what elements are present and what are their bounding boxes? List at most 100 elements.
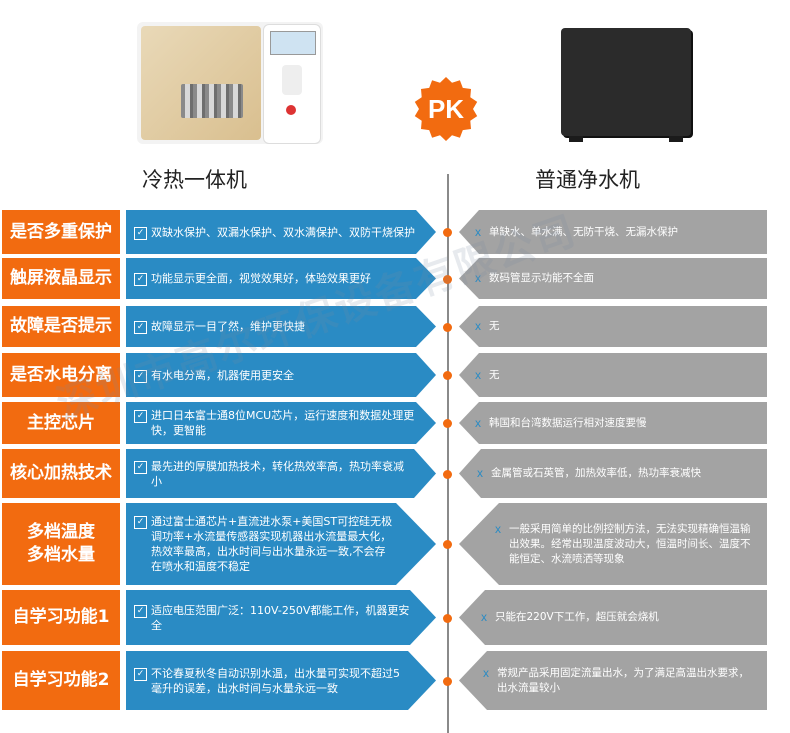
arrow-shape xyxy=(459,402,767,444)
purifier-front-panel xyxy=(141,26,261,140)
checkbox-icon: ✓ xyxy=(134,667,147,681)
pk-starburst xyxy=(414,77,478,141)
feature-desc: 常规产品采用固定流量出水，为了满足高温出水要求，出水流量较小 xyxy=(497,666,749,694)
row-label: 是否水电分离 xyxy=(2,353,120,397)
feature-desc: 不论春夏秋冬自动识别水温，出水量可实现不超过5毫升的误差，出水时间与水量永远一致 xyxy=(151,666,400,695)
x-icon: x xyxy=(475,271,481,285)
feature-text-left: ✓功能显示更全面，视觉效果好，体验效果更好 xyxy=(134,271,416,286)
x-icon: x xyxy=(475,415,481,430)
arrow-shape xyxy=(126,651,436,710)
feature-arrow-right xyxy=(459,503,767,585)
feature-desc: 通过富士通芯片+直流进水泵+美国ST可控硅无极调功率+水流量传感器实现机器出水流… xyxy=(151,515,393,573)
checkbox-icon: ✓ xyxy=(134,321,147,334)
row-label: 多档温度 多档水量 xyxy=(2,503,120,585)
divider-dot xyxy=(443,274,452,284)
arrow-shape xyxy=(459,210,767,254)
feature-arrow-right xyxy=(459,306,767,347)
x-icon: x xyxy=(475,224,481,239)
checkbox-icon: ✓ xyxy=(134,460,147,474)
pk-label: PK xyxy=(427,94,465,124)
feature-desc: 数码管显示功能不全面 xyxy=(489,272,594,284)
brand-logo xyxy=(286,105,296,115)
feature-text-right: x 只能在220V下工作，超压就会烧机 xyxy=(481,610,759,625)
divider-dot xyxy=(443,371,452,380)
feature-arrow-left xyxy=(126,651,436,710)
row-label: 故障是否提示 xyxy=(2,306,120,347)
feature-arrow-right xyxy=(459,651,767,710)
feature-text-left: ✓ 故障显示一目了然，维护更快捷 xyxy=(134,319,416,334)
arrow-shape xyxy=(126,353,436,397)
feature-desc: 无 xyxy=(489,368,500,381)
feature-arrow-left xyxy=(126,449,436,498)
feature-desc: 适应电压范围广泛：110V-250V都能工作，机器更安全 xyxy=(151,603,410,632)
divider-dot xyxy=(443,228,452,237)
feature-desc: 最先进的厚膜加热技术，转化热效率高，热功率衰减小 xyxy=(151,459,404,488)
arrow-shape xyxy=(459,503,767,585)
arrow-shape xyxy=(126,590,436,645)
feature-arrow-right xyxy=(459,590,767,645)
arrow-shape xyxy=(459,590,767,645)
hot-cold-purifier-image xyxy=(137,22,323,144)
row-label: 核心加热技术 xyxy=(2,449,120,498)
feature-arrow-left xyxy=(126,258,436,299)
arrow-shape xyxy=(459,449,767,498)
feature-arrow-left xyxy=(126,353,436,397)
x-icon: x xyxy=(475,367,481,382)
water-tap xyxy=(282,65,302,95)
feature-arrow-left xyxy=(126,402,436,444)
divider-dot xyxy=(443,613,452,623)
x-icon: x xyxy=(495,521,501,536)
checkbox-icon: ✓ xyxy=(134,410,147,423)
feature-desc: 进口日本富士通8位MCU芯片，运行速度和数据处理更快，更智能 xyxy=(151,409,415,437)
feature-arrow-right xyxy=(459,258,767,299)
purifier-foot xyxy=(569,136,583,142)
feature-text-left: ✓ 有水电分离，机器使用更安全 xyxy=(134,368,416,383)
divider-dot xyxy=(443,676,452,686)
checkbox-icon: ✓ xyxy=(134,369,147,383)
arrow-shape xyxy=(459,651,767,710)
feature-desc: 一般采用简单的比例控制方法，无法实现精确恒温输出效果。经常出现温度波动大，恒温时… xyxy=(509,522,751,565)
feature-text-right: x 一般采用简单的比例控制方法，无法实现精确恒温输出效果。经常出现温度波动大，恒温… xyxy=(495,522,759,567)
feature-desc: 只能在220V下工作，超压就会烧机 xyxy=(495,611,659,623)
arrow-shape xyxy=(126,258,436,299)
feature-text-left: ✓ 进口日本富士通8位MCU芯片，运行速度和数据处理更快，更智能 xyxy=(134,408,416,438)
feature-desc: 故障显示一目了然，维护更快捷 xyxy=(151,320,305,333)
row-label: 主控芯片 xyxy=(2,402,120,444)
arrow-shape xyxy=(459,258,767,299)
checkbox-icon: ✓ xyxy=(134,516,147,529)
feature-desc: 无 xyxy=(489,320,500,332)
lcd-screen xyxy=(270,31,316,55)
center-divider xyxy=(447,174,449,733)
filter-cartridges xyxy=(181,84,243,118)
arrow-shape xyxy=(126,503,436,585)
divider-dot xyxy=(443,322,452,332)
feature-arrow-left xyxy=(126,503,436,585)
purifier-foot xyxy=(669,136,683,142)
x-icon: x xyxy=(481,610,487,624)
feature-text-left: ✓ 通过富士通芯片+直流进水泵+美国ST可控硅无极调功率+水流量传感器实现机器出水… xyxy=(134,514,396,574)
left-product-title: 冷热一体机 xyxy=(142,168,247,192)
feature-desc: 单缺水、单水满、无防干烧、无漏水保护 xyxy=(489,225,678,238)
feature-arrow-right xyxy=(459,449,767,498)
pk-badge-icon xyxy=(414,77,478,141)
feature-text-left: ✓ 最先进的厚膜加热技术，转化热效率高，热功率衰减小 xyxy=(134,459,414,489)
arrow-shape xyxy=(126,306,436,347)
feature-desc: 有水电分离，机器使用更安全 xyxy=(151,368,294,382)
x-icon: x xyxy=(477,466,483,480)
feature-arrow-left xyxy=(126,590,436,645)
feature-text-right: x 数码管显示功能不全面 xyxy=(475,271,759,286)
ordinary-purifier-image xyxy=(561,28,691,142)
feature-desc: 韩国和台湾数据运行相对速度要慢 xyxy=(489,416,647,429)
row-label: 自学习功能2 xyxy=(2,651,120,710)
arrow-shape xyxy=(459,306,767,347)
checkbox-icon: ✓ xyxy=(134,273,147,286)
feature-text-left: ✓ 不论春夏秋冬自动识别水温，出水量可实现不超过5毫升的误差，出水时间与水量永远一… xyxy=(134,666,408,696)
dispenser-unit xyxy=(263,24,321,144)
arrow-shape xyxy=(126,449,436,498)
feature-text-left: ✓双缺水保护、双漏水保护、双水满保护、双防干烧保护 xyxy=(134,225,416,240)
feature-arrow-right xyxy=(459,353,767,397)
feature-arrow-left xyxy=(126,306,436,347)
